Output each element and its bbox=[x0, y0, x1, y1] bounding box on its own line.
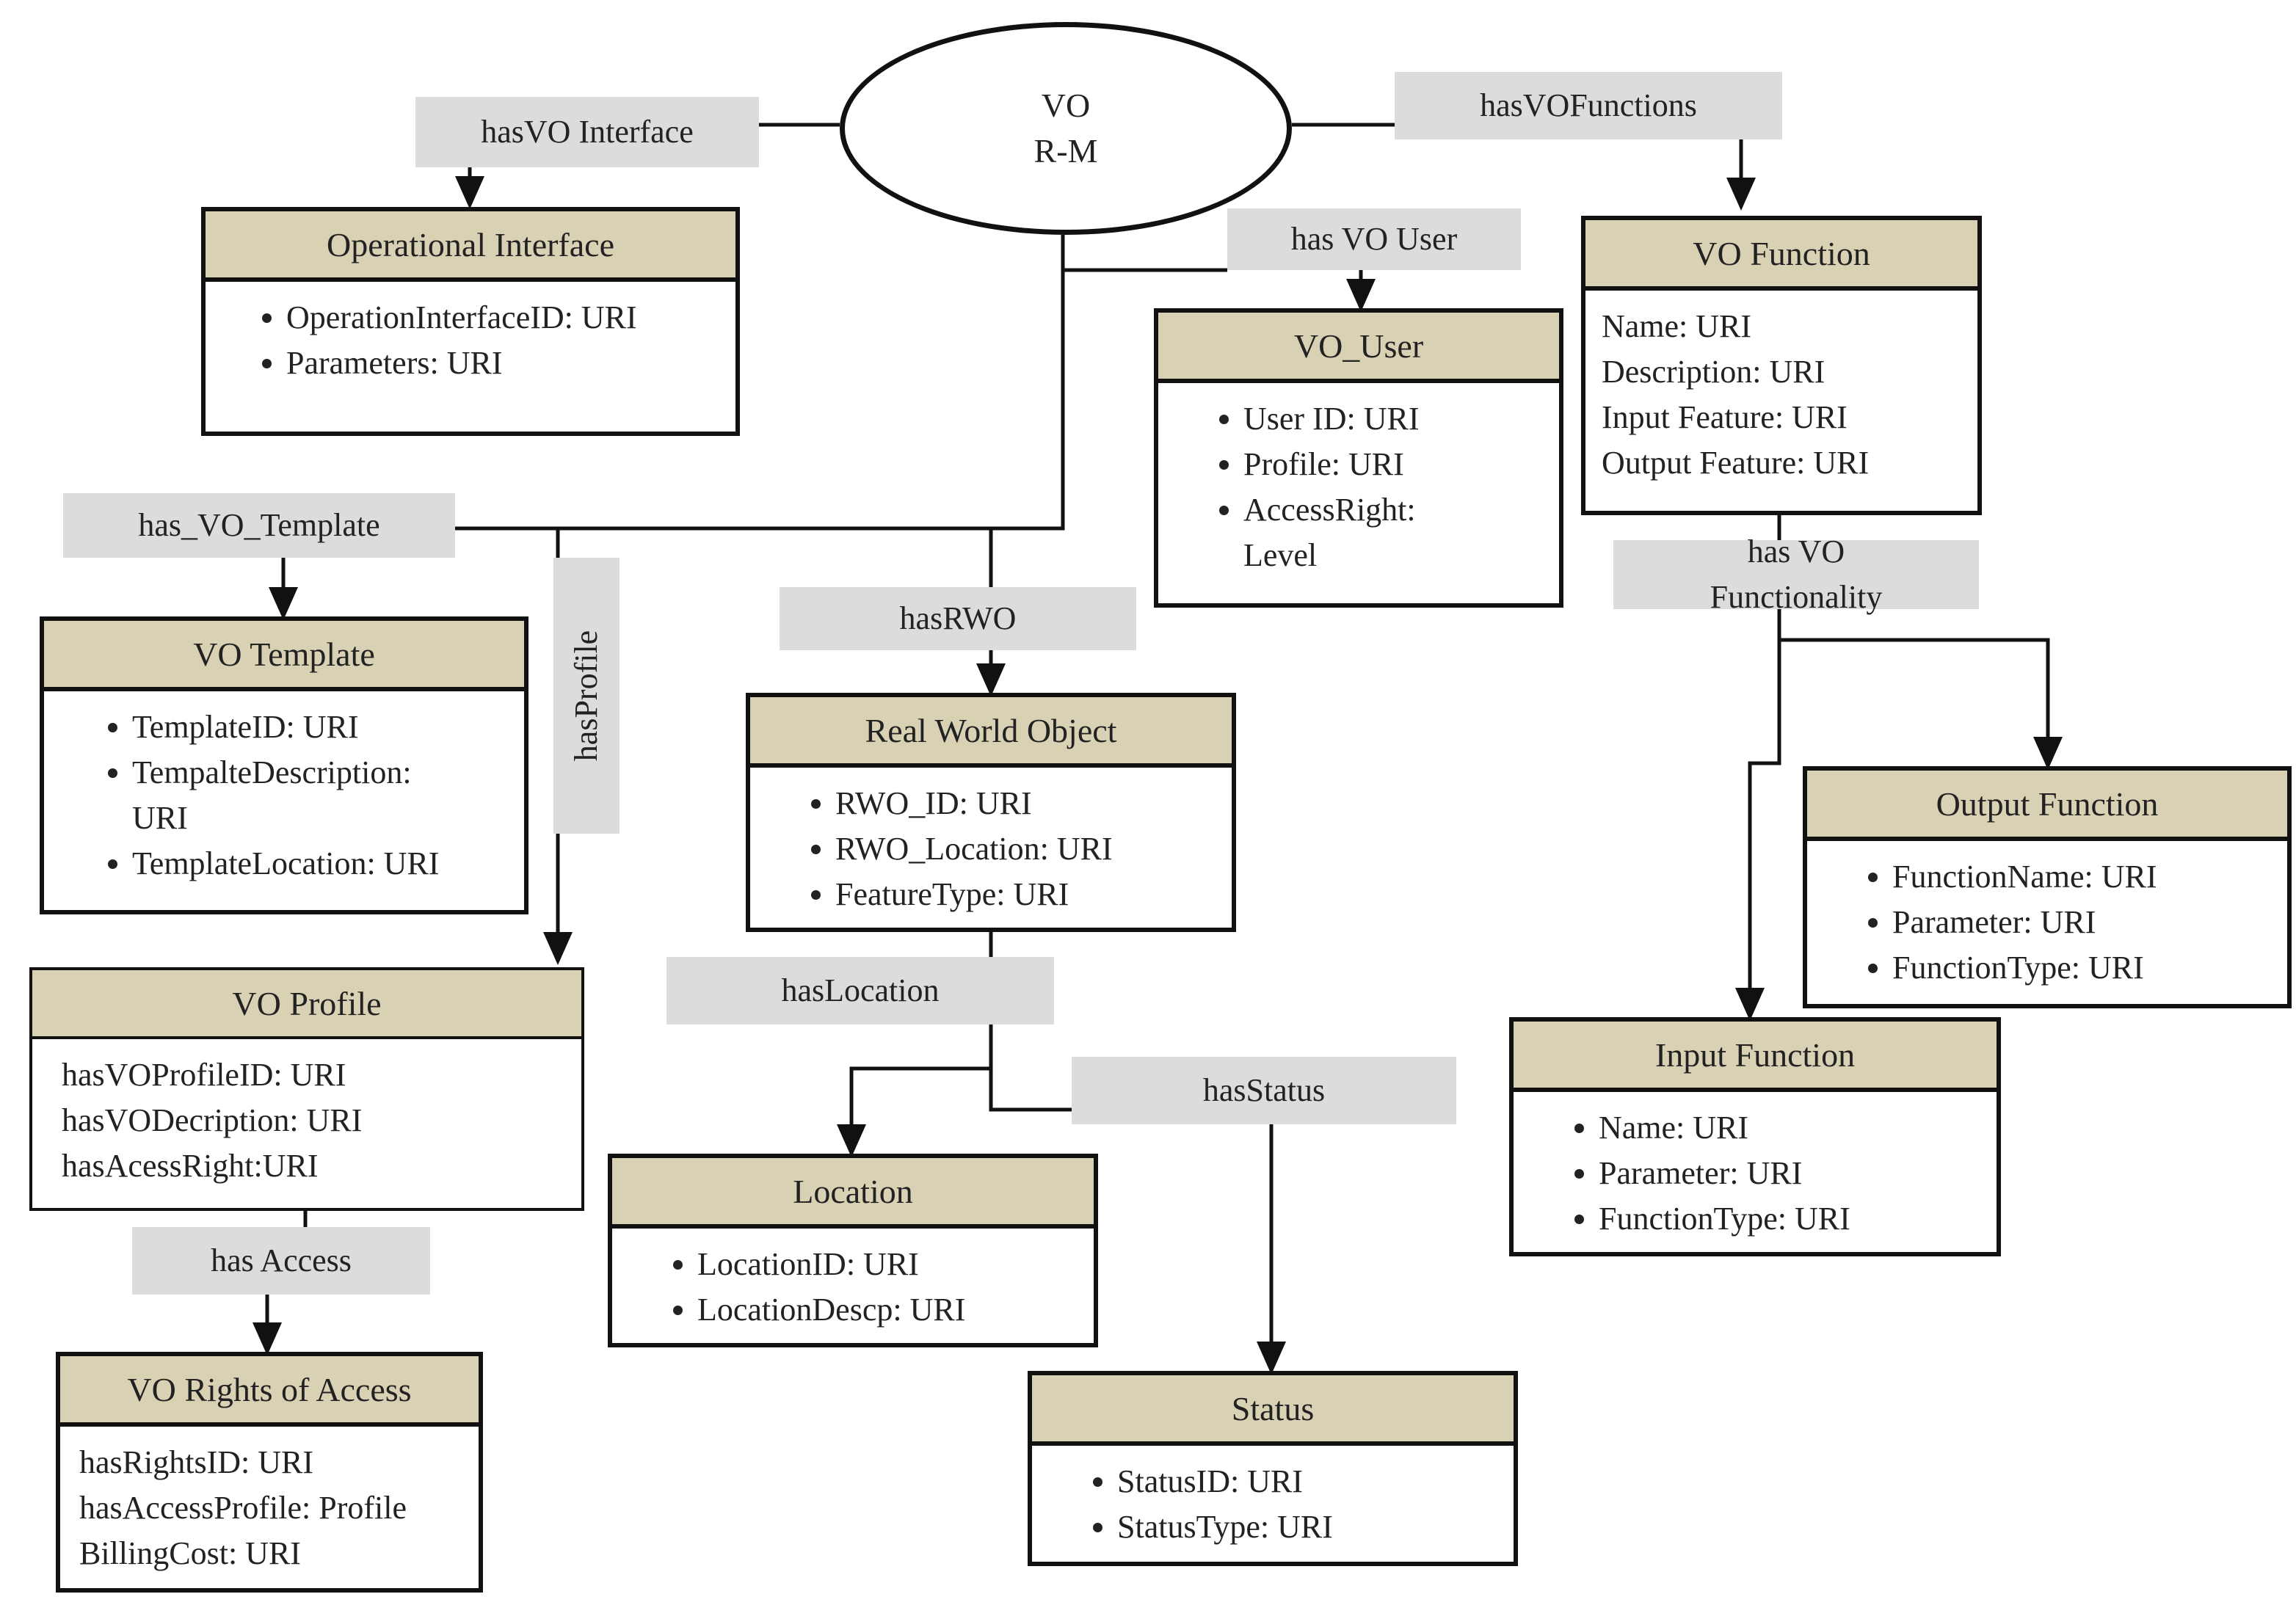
entity-vo-profile: VO Profile hasVOProfileID: URI hasVODecr… bbox=[29, 967, 584, 1211]
entity-vo-template-title: VO Template bbox=[44, 621, 524, 691]
entity-input-function-attributes: Name: URI Parameter: URI FunctionType: U… bbox=[1514, 1105, 1997, 1242]
entity-vo-rights-of-access-attributes: hasRightsID: URI hasAccessProfile: Profi… bbox=[60, 1440, 479, 1576]
attribute-item: FunctionType: URI bbox=[1599, 1196, 1997, 1242]
entity-operational-interface-title: Operational Interface bbox=[206, 211, 735, 282]
label-has-location-text: hasLocation bbox=[781, 972, 940, 1008]
root-node-line1: VO bbox=[1041, 87, 1091, 124]
entity-vo-function-attributes: Name: URI Description: URI Input Feature… bbox=[1585, 304, 1977, 486]
label-has-status-text: hasStatus bbox=[1202, 1072, 1326, 1108]
label-has-vo-functionality: has VO Functionality bbox=[1613, 534, 1979, 615]
label-has-vo-user-text: has VO User bbox=[1290, 221, 1458, 257]
attribute-item: Input Feature: URI bbox=[1602, 399, 1848, 435]
entity-status-attributes: StatusID: URI StatusType: URI bbox=[1032, 1459, 1514, 1550]
attribute-item: Level bbox=[1243, 537, 1318, 573]
edge-has-location bbox=[989, 1024, 1072, 1112]
attribute-item: TempalteDescription: bbox=[132, 750, 524, 796]
entity-real-world-object: Real World Object RWO_ID: URI RWO_Locati… bbox=[746, 693, 1236, 932]
entity-status: Status StatusID: URI StatusType: URI bbox=[1028, 1371, 1518, 1566]
attribute-item: Description: URI bbox=[1602, 354, 1825, 390]
attribute-item: Profile: URI bbox=[1243, 442, 1559, 487]
attribute-item: hasRightsID: URI bbox=[79, 1444, 313, 1480]
entity-location-attributes: LocationID: URI LocationDescp: URI bbox=[612, 1242, 1094, 1333]
label-has-vo-interface: hasVO Interface bbox=[415, 97, 759, 167]
attribute-item: Name: URI bbox=[1599, 1105, 1997, 1151]
edge-has-location-arrow bbox=[837, 1066, 991, 1157]
label-has-access-text: has Access bbox=[211, 1242, 352, 1278]
attribute-item: RWO_Location: URI bbox=[835, 826, 1232, 872]
label-has-location: hasLocation bbox=[666, 957, 1054, 1024]
entity-status-title: Status bbox=[1032, 1375, 1514, 1446]
entity-vo-profile-attributes: hasVOProfileID: URI hasVODecription: URI… bbox=[32, 1052, 581, 1189]
attribute-item: FunctionName: URI bbox=[1892, 854, 2287, 900]
label-has-vo-template: has_VO_Template bbox=[63, 493, 455, 558]
entity-vo-rights-of-access: VO Rights of Access hasRightsID: URI has… bbox=[56, 1352, 483, 1593]
label-has-rwo: hasRWO bbox=[780, 587, 1136, 650]
entity-operational-interface: Operational Interface OperationInterface… bbox=[201, 207, 740, 436]
attribute-item: hasVODecription: URI bbox=[62, 1102, 363, 1138]
entity-operational-interface-attributes: OperationInterfaceID: URI Parameters: UR… bbox=[206, 295, 735, 386]
attribute-item: Name: URI bbox=[1602, 308, 1752, 344]
attribute-item: BillingCost: URI bbox=[79, 1535, 301, 1571]
entity-vo-template: VO Template TemplateID: URI TempalteDesc… bbox=[40, 616, 528, 914]
label-has-vo-functions-text: hasVOFunctions bbox=[1480, 87, 1697, 123]
entity-output-function-title: Output Function bbox=[1807, 771, 2287, 841]
label-has-profile: hasProfile bbox=[553, 558, 620, 834]
attribute-item: OperationInterfaceID: URI bbox=[286, 295, 735, 341]
entity-output-function: Output Function FunctionName: URI Parame… bbox=[1803, 766, 2292, 1008]
entity-vo-user: VO_User User ID: URI Profile: URI Access… bbox=[1154, 308, 1563, 608]
attribute-item: FunctionType: URI bbox=[1892, 945, 2287, 991]
attribute-item: Parameter: URI bbox=[1892, 900, 2287, 945]
attribute-item: hasAccessProfile: Profile bbox=[79, 1490, 407, 1526]
edge-trunk-to-rwo bbox=[989, 526, 1063, 587]
entity-vo-function-title: VO Function bbox=[1585, 220, 1977, 291]
attribute-item: TemplateID: URI bbox=[132, 705, 524, 750]
label-has-vo-functions: hasVOFunctions bbox=[1395, 72, 1782, 139]
attribute-item: StatusType: URI bbox=[1117, 1504, 1514, 1550]
entity-input-function: Input Function Name: URI Parameter: URI … bbox=[1509, 1017, 2001, 1256]
label-has-vo-functionality-line2: Functionality bbox=[1710, 579, 1883, 615]
attribute-item: hasAcessRight:URI bbox=[62, 1148, 319, 1184]
edge-functionality-input bbox=[1735, 609, 1781, 1021]
root-node-vo-rm: VO R-M bbox=[840, 22, 1292, 235]
attribute-item: URI bbox=[132, 800, 188, 836]
entity-vo-profile-title: VO Profile bbox=[32, 970, 581, 1039]
entity-input-function-title: Input Function bbox=[1514, 1022, 1997, 1092]
entity-vo-function: VO Function Name: URI Description: URI I… bbox=[1581, 216, 1982, 515]
attribute-item: Parameters: URI bbox=[286, 341, 735, 386]
entity-vo-user-attributes: User ID: URI Profile: URI AccessRight: L… bbox=[1158, 396, 1559, 578]
attribute-item: StatusID: URI bbox=[1117, 1459, 1514, 1504]
attribute-item: RWO_ID: URI bbox=[835, 781, 1232, 826]
label-has-access: has Access bbox=[132, 1227, 430, 1295]
entity-vo-rights-of-access-title: VO Rights of Access bbox=[60, 1356, 479, 1427]
label-has-rwo-text: hasRWO bbox=[899, 600, 1017, 636]
attribute-item: LocationID: URI bbox=[697, 1242, 1094, 1287]
entity-location-title: Location bbox=[612, 1158, 1094, 1229]
attribute-item: TemplateLocation: URI bbox=[132, 841, 524, 887]
entity-location: Location LocationID: URI LocationDescp: … bbox=[608, 1154, 1098, 1347]
attribute-item: Output Feature: URI bbox=[1602, 445, 1870, 481]
attribute-item: FeatureType: URI bbox=[835, 872, 1232, 917]
attribute-item: Parameter: URI bbox=[1599, 1151, 1997, 1196]
edge-functionality-output bbox=[1779, 638, 2063, 770]
label-has-vo-functionality-line1: has VO bbox=[1747, 534, 1845, 569]
label-has-vo-user: has VO User bbox=[1227, 208, 1521, 270]
attribute-item: hasVOProfileID: URI bbox=[62, 1057, 346, 1093]
label-has-vo-interface-text: hasVO Interface bbox=[481, 114, 694, 150]
entity-real-world-object-attributes: RWO_ID: URI RWO_Location: URI FeatureTyp… bbox=[750, 781, 1232, 917]
attribute-item: AccessRight: bbox=[1243, 487, 1559, 533]
label-has-profile-text: hasProfile bbox=[568, 630, 604, 762]
entity-vo-template-attributes: TemplateID: URI TempalteDescription: URI… bbox=[44, 705, 524, 887]
attribute-item: LocationDescp: URI bbox=[697, 1287, 1094, 1333]
entity-output-function-attributes: FunctionName: URI Parameter: URI Functio… bbox=[1807, 854, 2287, 991]
attribute-item: User ID: URI bbox=[1243, 396, 1559, 442]
label-has-vo-template-text: has_VO_Template bbox=[138, 507, 380, 543]
entity-vo-user-title: VO_User bbox=[1158, 313, 1559, 383]
label-has-status: hasStatus bbox=[1072, 1057, 1456, 1124]
root-node-line2: R-M bbox=[1033, 132, 1098, 170]
entity-real-world-object-title: Real World Object bbox=[750, 697, 1232, 768]
